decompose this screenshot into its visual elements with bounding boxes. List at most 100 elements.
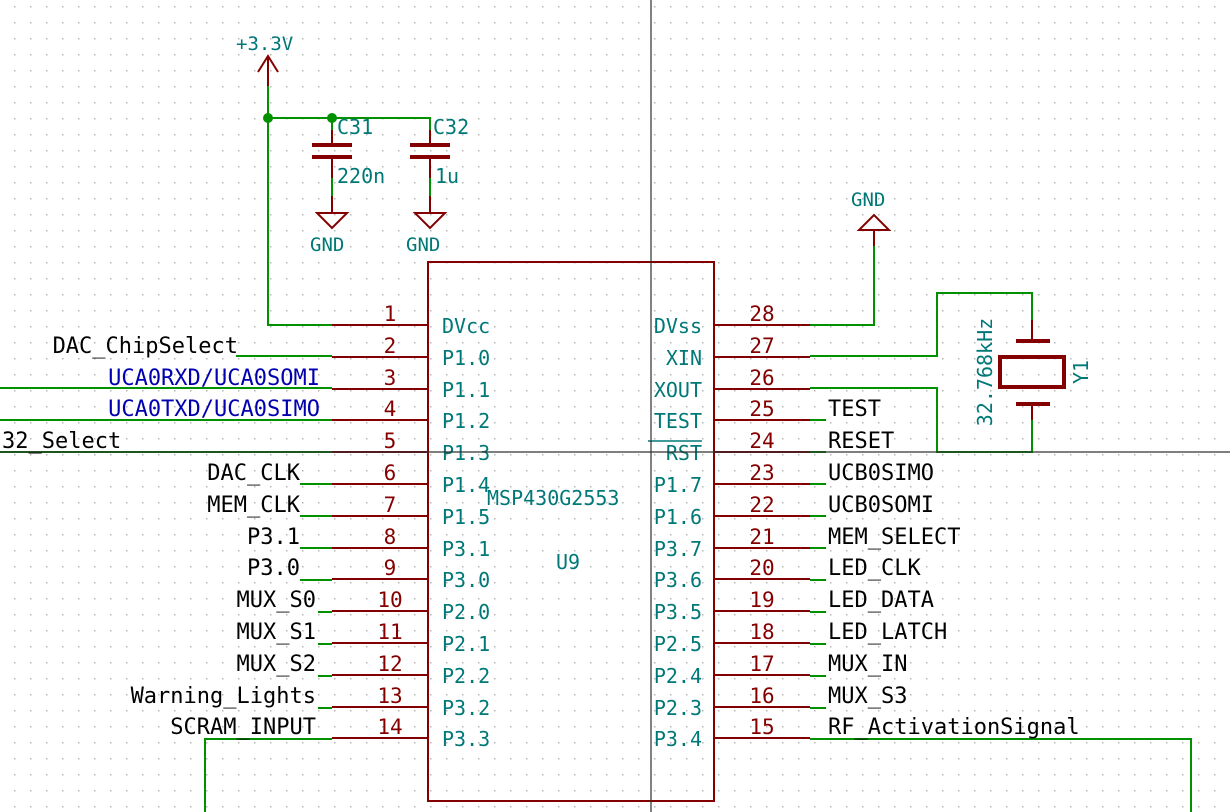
pin-name: DVss <box>654 314 702 338</box>
pin-number: 25 <box>749 397 774 421</box>
crystal-body <box>998 355 1066 389</box>
net-label[interactable]: MUX_S0 <box>237 588 316 613</box>
ground-icon <box>412 212 448 230</box>
capacitor-c31[interactable]: C31 220n <box>312 115 385 188</box>
net-label[interactable]: Warning_Lights <box>131 684 316 709</box>
ground-icon <box>314 212 350 230</box>
net-label[interactable]: UCA0TXD/UCA0SIMO <box>108 397 320 422</box>
net-label[interactable]: 32_Select <box>2 429 121 454</box>
pin-number: 12 <box>377 652 402 676</box>
pin-number: 16 <box>749 684 774 708</box>
c32-value: 1u <box>435 164 459 188</box>
net-label[interactable]: MUX_IN <box>828 652 907 677</box>
gnd-symbol[interactable]: GND <box>406 196 448 256</box>
wire-dvss-gnd[interactable] <box>810 246 875 326</box>
net-label[interactable]: DAC_CLK <box>207 461 300 486</box>
gnd-label: GND <box>310 234 344 256</box>
pin-number: 23 <box>749 461 774 485</box>
crystal-y1[interactable]: Y1 32.768kHz <box>973 318 1093 426</box>
pin-name: P1.6 <box>654 505 702 529</box>
capacitor-c32[interactable]: C32 1u <box>410 115 469 188</box>
net-label[interactable]: UCB0SOMI <box>828 493 934 518</box>
net-label[interactable]: SCRAM_INPUT <box>170 715 316 740</box>
gnd-symbol[interactable]: GND <box>310 196 350 256</box>
net-label[interactable]: LED_CLK <box>828 556 921 581</box>
c32-ref: C32 <box>433 115 469 139</box>
gnd-symbol-dvss[interactable]: GND <box>851 189 892 246</box>
pin-number: 6 <box>384 461 397 485</box>
net-label[interactable]: DAC_ChipSelect <box>53 334 238 359</box>
pin-number: 22 <box>749 493 774 517</box>
pin-name: P3.1 <box>442 537 490 561</box>
pin-number: 2 <box>384 334 397 358</box>
net-label[interactable]: UCB0SIMO <box>828 461 934 486</box>
pin-name: P3.5 <box>654 600 702 624</box>
net-label[interactable]: P3.0 <box>247 556 300 581</box>
pin-name: TEST <box>654 409 702 433</box>
wire-pin15[interactable] <box>810 738 1192 812</box>
pin-number: 14 <box>377 715 402 739</box>
pin-name: P3.4 <box>654 727 702 751</box>
net-label[interactable]: LED_LATCH <box>828 620 947 645</box>
pin-name: P1.4 <box>442 473 490 497</box>
pin-number: 10 <box>377 588 402 612</box>
net-label[interactable]: MEM_SELECT <box>828 525 960 550</box>
net-label[interactable]: UCA0RXD/UCA0SOMI <box>108 366 320 391</box>
net-label[interactable]: RESET <box>828 429 894 454</box>
gnd-label: GND <box>851 189 885 211</box>
net-label[interactable]: P3.1 <box>247 525 300 550</box>
grid-dots <box>14 6 1216 808</box>
net-label[interactable]: MUX_S2 <box>237 652 316 677</box>
wire-vcc-to-pin1[interactable] <box>267 86 332 326</box>
net-label[interactable]: MEM_CLK <box>207 493 300 518</box>
net-label[interactable]: MUX_S1 <box>237 620 316 645</box>
pin-name: P1.7 <box>654 473 702 497</box>
wire-pin14[interactable] <box>204 738 332 812</box>
pin-name: P3.0 <box>442 568 490 592</box>
pin-name: P2.3 <box>654 696 702 720</box>
wire-xin[interactable] <box>810 292 1033 357</box>
pin-name: P3.7 <box>654 537 702 561</box>
net-label[interactable]: MUX_S3 <box>828 684 907 709</box>
pin-name: P1.1 <box>442 378 490 402</box>
net-label[interactable]: TEST <box>828 397 881 422</box>
pin-number: 15 <box>749 715 774 739</box>
net-label[interactable]: LED_DATA <box>828 588 934 613</box>
pin-number: 7 <box>384 493 397 517</box>
wire-vcc-bus[interactable] <box>268 117 431 130</box>
pin-number: 8 <box>384 525 397 549</box>
power-symbol-3v3[interactable]: +3.3V <box>236 33 293 86</box>
net-label[interactable]: RF_ActivationSignal <box>828 715 1080 740</box>
pin-number: 18 <box>749 620 774 644</box>
